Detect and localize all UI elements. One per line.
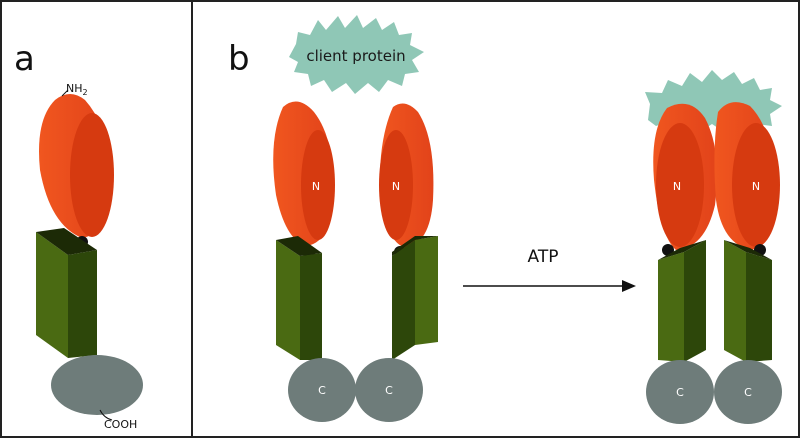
panel-b: b client protein N C N xyxy=(228,15,782,424)
n-domain-label-2: N xyxy=(392,180,400,193)
panel-a: a NH2 COOH xyxy=(14,39,143,431)
n-domain-label-1: N xyxy=(312,180,320,193)
c-domain-label-4: C xyxy=(744,386,752,399)
monomer-left-open: N C xyxy=(273,101,356,422)
client-protein-label: client protein xyxy=(306,47,405,65)
c-domain-label-1: C xyxy=(318,384,326,397)
middle-domain-a xyxy=(36,228,97,358)
monomer-right-closed: N C xyxy=(714,102,782,424)
monomer-right-open: N C xyxy=(355,103,438,422)
n-domain-a xyxy=(39,94,114,238)
nh2-label: NH2 xyxy=(66,82,88,97)
panel-a-letter: a xyxy=(14,39,35,79)
cooh-label: COOH xyxy=(104,418,137,431)
c-domain-label-3: C xyxy=(676,386,684,399)
atp-label: ATP xyxy=(528,247,559,267)
n-domain-label-3: N xyxy=(673,180,681,193)
c-domain-a xyxy=(51,355,143,415)
client-protein: client protein xyxy=(289,15,424,94)
atp-arrow: ATP xyxy=(463,247,636,292)
n-domain-label-4: N xyxy=(752,180,760,193)
monomer-left-closed: N C xyxy=(646,103,718,424)
c-domain-label-2: C xyxy=(385,384,393,397)
panel-b-letter: b xyxy=(228,39,250,79)
